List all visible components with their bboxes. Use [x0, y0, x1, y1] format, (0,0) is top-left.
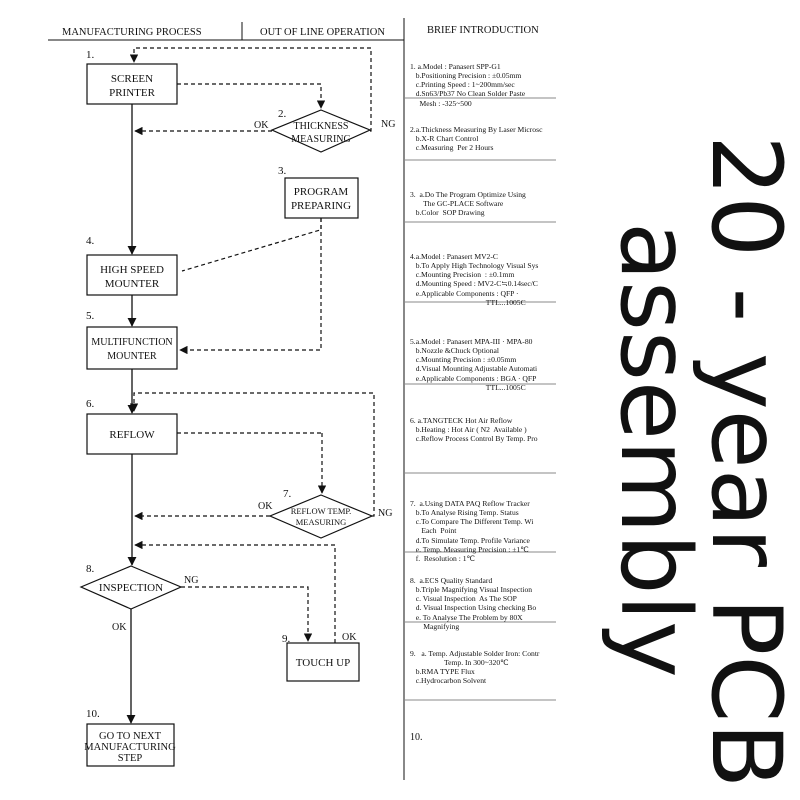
- side-title-line-2: assembly: [599, 222, 711, 678]
- reflow-temp-measuring-label-2: MEASURING: [296, 517, 347, 527]
- touch-up-ok-label: OK: [342, 632, 357, 643]
- go-to-next-label-1: GO TO NEXT: [99, 731, 162, 742]
- screen-printer-label-2: PRINTER: [109, 87, 156, 99]
- intro-section-1: 1. a.Model : Panasert SPP-G1 b.Positioni…: [410, 61, 526, 108]
- flow-3-to-4: [181, 218, 322, 272]
- step-number-2: 2.: [278, 108, 287, 120]
- multifunction-mounter-label-2: MOUNTER: [107, 351, 157, 362]
- step-number-10: 10.: [86, 708, 100, 720]
- go-to-next-step-box: [86, 723, 175, 767]
- intro-separators: [404, 97, 556, 701]
- thickness-ok-label: OK: [254, 120, 269, 131]
- header-brief-introduction: BRIEF INTRODUCTION: [427, 25, 539, 36]
- side-title-line-1: 20 - year PCB: [690, 135, 800, 788]
- step-number-5: 5.: [86, 310, 95, 322]
- flow-8-ng-to-9: [181, 586, 313, 642]
- side-title: 20 - year PCB assembly: [599, 135, 800, 788]
- reflow-temp-measuring-diamond: [268, 494, 374, 539]
- intro-section-9: 9. a. Temp. Adjustable Solder Iron: Cont…: [410, 648, 540, 686]
- intro-section-3: 3. a.Do The Program Optimize Using The G…: [410, 189, 526, 218]
- thickness-measuring-label-2: MEASURING: [291, 134, 350, 145]
- flow-9-ok-return: [134, 540, 336, 643]
- reflow-temp-measuring-label-1: REFLOW TEMP.: [291, 506, 352, 516]
- step-number-8: 8.: [86, 563, 95, 575]
- flow-2-ng-loop: [129, 47, 372, 132]
- multifunction-mounter-box: [86, 326, 178, 370]
- touch-up-label: TOUCH UP: [296, 657, 351, 669]
- step-number-4: 4.: [86, 235, 95, 247]
- go-to-next-label-2: MANUFACTURING: [84, 742, 176, 753]
- high-speed-mounter-label-1: HIGH SPEED: [100, 264, 164, 276]
- thickness-measuring-label-1: THICKNESS: [293, 121, 348, 132]
- thickness-ng-label: NG: [381, 119, 395, 130]
- program-preparing-label-1: PROGRAM: [294, 186, 349, 198]
- reflow-temp-ok-label: OK: [258, 501, 273, 512]
- step-number-3: 3.: [278, 165, 287, 177]
- program-preparing-label-2: PREPARING: [291, 200, 351, 212]
- step-number-6: 6.: [86, 398, 95, 410]
- flow-3-to-5: [179, 218, 322, 355]
- thickness-measuring-diamond: [270, 109, 372, 153]
- flow-1-to-2: [177, 83, 326, 109]
- multifunction-mounter-label-1: MULTIFUNCTION: [91, 337, 172, 348]
- high-speed-mounter-label-2: MOUNTER: [105, 278, 160, 290]
- reflow-temp-ng-label: NG: [378, 508, 392, 519]
- intro-section-6: 6. a.TANGTECK Hot Air Reflow b.Heating :…: [410, 415, 538, 444]
- intro-section-8: 8. a.ECS Quality Standard b.Triple Magni…: [410, 575, 537, 631]
- reflow-label: REFLOW: [109, 429, 155, 441]
- step-number-1: 1.: [86, 49, 95, 61]
- inspection-ng-label: NG: [184, 575, 198, 586]
- intro-section-5: 5.a.Model : Panasert MPA-III · MPA-80 b.…: [410, 336, 538, 392]
- step-number-7: 7.: [283, 488, 292, 500]
- flow-7-ng-loop: [129, 392, 375, 517]
- inspection-ok-label: OK: [112, 622, 127, 633]
- touch-up-box: [286, 642, 360, 682]
- intro-section-10: 10.: [410, 732, 423, 744]
- program-preparing-box: [284, 177, 359, 219]
- screen-printer-label-1: SCREEN: [111, 73, 153, 85]
- intro-section-7: 7. a.Using DATA PAQ Reflow Tracker b.To …: [410, 498, 534, 564]
- step-number-9: 9.: [282, 633, 291, 645]
- header-out-of-line-operation: OUT OF LINE OPERATION: [260, 27, 385, 38]
- inspection-label: INSPECTION: [99, 582, 163, 594]
- intro-section-4: 4.a.Model : Panasert MV2-C b.To Apply Hi…: [410, 251, 539, 307]
- go-to-next-label-3: STEP: [118, 753, 143, 764]
- reflow-box: [86, 413, 178, 455]
- intro-section-2: 2.a.Thickness Measuring By Laser Microsc…: [410, 124, 543, 153]
- header-manufacturing-process: MANUFACTURING PROCESS: [62, 27, 202, 38]
